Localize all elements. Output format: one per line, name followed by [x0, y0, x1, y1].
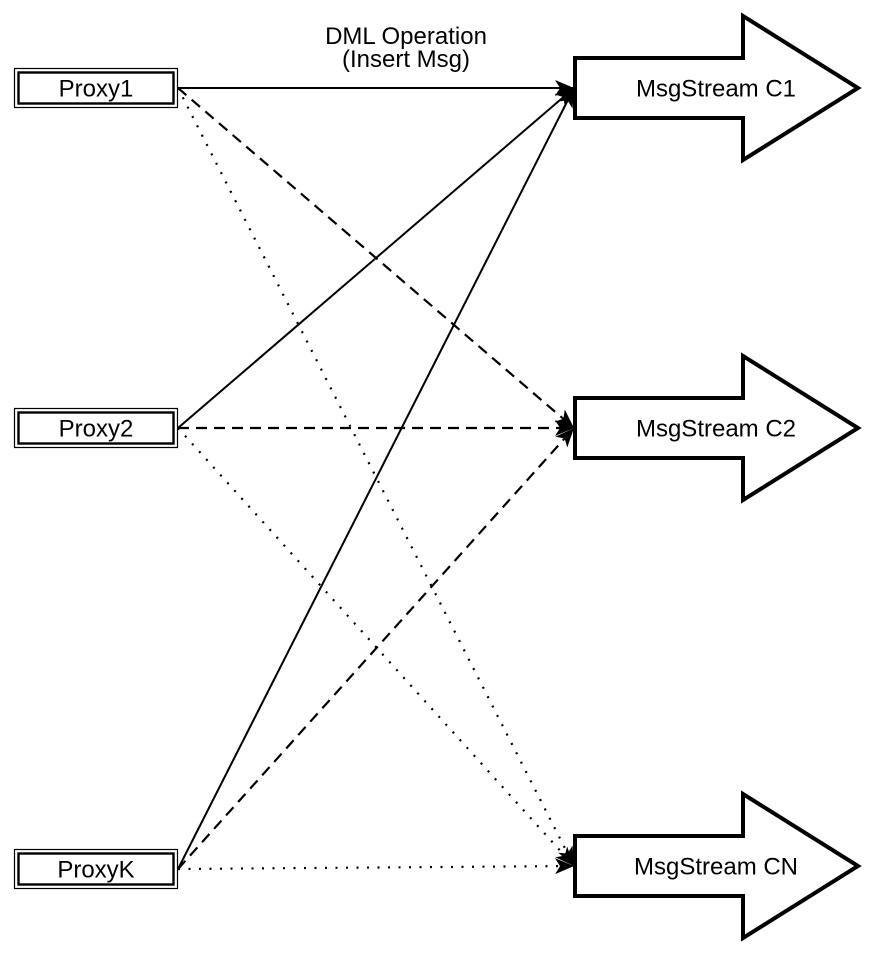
- msgstream-c1-label: MsgStream C1: [636, 76, 796, 103]
- proxy1-label: Proxy1: [59, 76, 134, 103]
- msgstream-c2-label: MsgStream C2: [636, 416, 796, 443]
- edge-proxyk-to-cn-dotted: [177, 858, 575, 875]
- msgstream-c1-arrow: MsgStream C1: [573, 12, 862, 164]
- edge-proxy1-to-c2-dashed: [177, 87, 575, 429]
- proxy1-box: Proxy1: [13, 67, 179, 109]
- msgstream-cn-label: MsgStream CN: [634, 854, 798, 881]
- proxyk-label: ProxyK: [57, 857, 134, 884]
- edge-proxyk-to-c2-dashed: [177, 427, 575, 870]
- diagram-title: DML Operation (Insert Msg): [325, 23, 487, 73]
- edge-proxyk-to-c1-solid: [177, 87, 575, 870]
- proxy1-inner-border: [17, 71, 175, 105]
- msgstream-c2-arrow: MsgStream C2: [573, 352, 862, 504]
- edge-proxy2-to-cn-dotted: [177, 427, 575, 867]
- edges: [177, 80, 575, 875]
- proxyk-inner-border: [17, 852, 175, 886]
- proxyk-box: ProxyK: [13, 848, 179, 890]
- block-arrow-shape-cn: [573, 790, 862, 942]
- block-arrow-shape-c1: [573, 12, 862, 164]
- msgstream-cn-arrow: MsgStream CN: [573, 790, 862, 942]
- diagram-title-line2: (Insert Msg): [342, 46, 470, 73]
- proxy2-inner-border: [17, 411, 175, 445]
- block-arrow-shape-c2: [573, 352, 862, 504]
- proxy2-box: Proxy2: [13, 407, 179, 449]
- proxy2-label: Proxy2: [59, 416, 134, 443]
- diagram-title-line1: DML Operation: [325, 23, 487, 50]
